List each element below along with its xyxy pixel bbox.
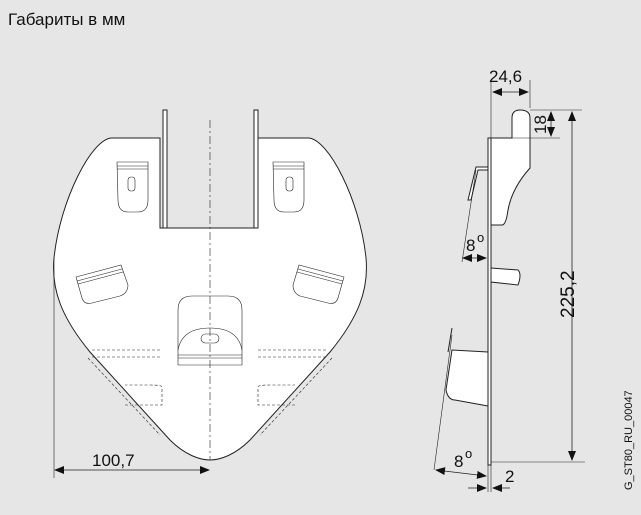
depth-label: 24,6 bbox=[489, 67, 522, 86]
angle-top-label: 8 bbox=[466, 236, 475, 255]
angle-bottom-degree: o bbox=[465, 446, 472, 461]
lower-clip bbox=[445, 349, 489, 407]
clips bbox=[75, 161, 345, 436]
angle-top-degree: o bbox=[477, 230, 484, 245]
right-tab bbox=[253, 109, 259, 229]
upper-clip bbox=[467, 166, 489, 201]
drawing-code: G_ST80_RU_00047 bbox=[623, 390, 635, 490]
angle-bottom-dimension bbox=[435, 467, 487, 479]
angle-bottom-label: 8 bbox=[454, 452, 463, 471]
back-plate bbox=[487, 137, 492, 466]
half-width-label: 100,7 bbox=[92, 451, 135, 470]
page-title: Габариты в мм bbox=[8, 10, 126, 29]
front-view bbox=[53, 109, 367, 478]
hook-height-label: 18 bbox=[531, 115, 550, 134]
hook-body bbox=[490, 109, 531, 226]
thickness-label: 2 bbox=[505, 467, 514, 486]
middle-clip bbox=[490, 267, 521, 286]
left-tab bbox=[162, 109, 168, 229]
total-height-label: 225,2 bbox=[558, 270, 579, 318]
side-view bbox=[433, 80, 585, 492]
